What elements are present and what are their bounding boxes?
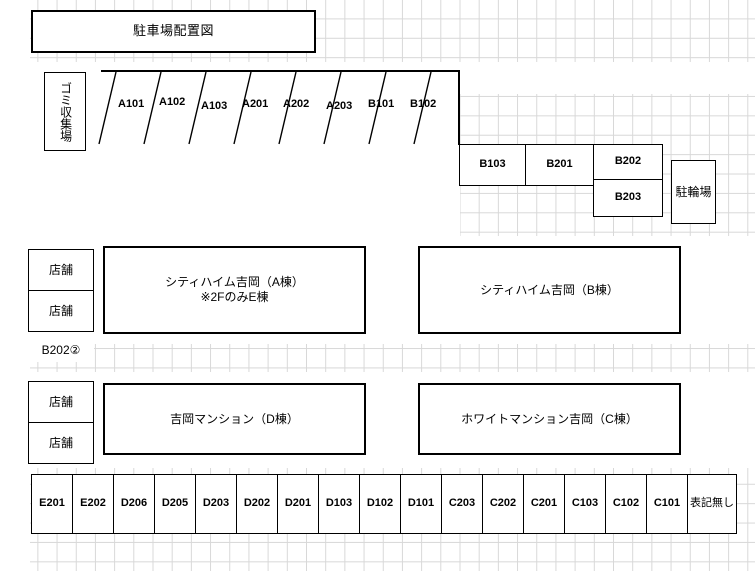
grid-mask-band	[0, 0, 30, 571]
building-name: シティハイム吉岡（A棟）	[165, 275, 304, 289]
building-a-text: シティハイム吉岡（A棟） ※2FのみE棟	[165, 275, 304, 305]
stall-box-unlabeled: 表記無し	[687, 474, 737, 534]
shop-label: 店舗	[48, 262, 73, 277]
stall-box-bottom: C102	[605, 474, 647, 534]
page-title: 駐車場配置図	[132, 23, 214, 39]
stall-box-bottom: E201	[31, 474, 73, 534]
stall-box-bottom: C103	[564, 474, 606, 534]
stall-label: A102	[159, 96, 186, 108]
stall-box-bottom: D202	[236, 474, 278, 534]
shop-label: 店舗	[48, 394, 73, 409]
stall-label: B102	[410, 98, 437, 110]
stall-label: C203	[448, 497, 476, 510]
shop-box-2: 店舗	[28, 290, 94, 332]
unlabeled-stall-label: 表記無し	[690, 497, 734, 510]
shop-label: 店舗	[48, 435, 73, 450]
stall-label: A103	[201, 100, 228, 112]
stall-label: B103	[479, 158, 506, 171]
grid-mask-band	[460, 62, 755, 94]
stall-box-bottom: D101	[400, 474, 442, 534]
stall-label: D202	[243, 497, 271, 510]
stall-box-bottom: D103	[318, 474, 360, 534]
stall-box-b201: B201	[525, 144, 594, 186]
building-d-box: 吉岡マンション（D棟）	[103, 383, 366, 455]
building-a-box: シティハイム吉岡（A棟） ※2FのみE棟	[103, 246, 366, 334]
shop-box-1: 店舗	[28, 249, 94, 291]
stall-box-b103: B103	[459, 144, 526, 186]
stall-label: C202	[489, 497, 517, 510]
stall-label: D201	[284, 497, 312, 510]
shop-box-3: 店舗	[28, 381, 94, 423]
stall-box-bottom: C201	[523, 474, 565, 534]
stall-label: A202	[283, 98, 310, 110]
stall-box-bottom: C202	[482, 474, 524, 534]
stall-label: E202	[80, 497, 106, 510]
stall-box-bottom: D203	[195, 474, 237, 534]
stall-label: D103	[325, 497, 353, 510]
stall-box-bottom: E202	[72, 474, 114, 534]
angled-parking-row: A101 A102 A103 A201 A202 A203 B101 B102	[0, 0, 755, 160]
label-b202-2: B202②	[28, 338, 94, 362]
building-note: ※2FのみE棟	[200, 290, 269, 304]
stall-box-bottom: C203	[441, 474, 483, 534]
stall-label: D101	[407, 497, 435, 510]
stall-label: B201	[546, 158, 573, 171]
stall-label: C102	[612, 497, 640, 510]
shop-label: 店舗	[48, 303, 73, 318]
stall-label: B203	[614, 191, 642, 204]
b202-2-text: B202②	[41, 343, 81, 357]
building-b-box: シティハイム吉岡（B棟）	[418, 246, 681, 334]
stall-label: B202	[614, 155, 642, 168]
stall-label: A101	[118, 98, 145, 110]
stall-label: C201	[530, 497, 558, 510]
stall-label: D206	[120, 497, 148, 510]
stall-label: B101	[368, 98, 395, 110]
stall-label: A201	[242, 98, 269, 110]
bicycle-parking-label: 駐輪場	[675, 184, 712, 199]
stall-label: D205	[161, 497, 189, 510]
stall-label: C103	[571, 497, 599, 510]
diagram-title-box: 駐車場配置図	[31, 10, 316, 53]
bicycle-parking-box: 駐輪場	[671, 160, 716, 224]
stall-box-b203: B203	[593, 179, 663, 217]
building-c-box: ホワイトマンション吉岡（C棟）	[418, 383, 681, 455]
stall-label: E201	[39, 497, 65, 510]
stall-box-bottom: D206	[113, 474, 155, 534]
stall-box-bottom: D201	[277, 474, 319, 534]
grid-mask-band	[0, 155, 460, 237]
building-name: シティハイム吉岡（B棟）	[480, 282, 619, 297]
stall-box-b202: B202	[593, 144, 663, 180]
stall-label: D203	[202, 497, 230, 510]
stall-box-bottom: D205	[154, 474, 196, 534]
stall-label: C101	[653, 497, 681, 510]
stall-box-bottom: C101	[646, 474, 688, 534]
garbage-collection-box: ゴミ収集場	[44, 72, 86, 151]
building-name: ホワイトマンション吉岡（C棟）	[461, 411, 638, 426]
shop-box-4: 店舗	[28, 422, 94, 464]
stall-box-bottom: D102	[359, 474, 401, 534]
stall-label: D102	[366, 497, 394, 510]
building-name: 吉岡マンション（D棟）	[170, 411, 299, 426]
garbage-collection-label: ゴミ収集場	[58, 81, 73, 142]
stall-label: A203	[326, 100, 353, 112]
